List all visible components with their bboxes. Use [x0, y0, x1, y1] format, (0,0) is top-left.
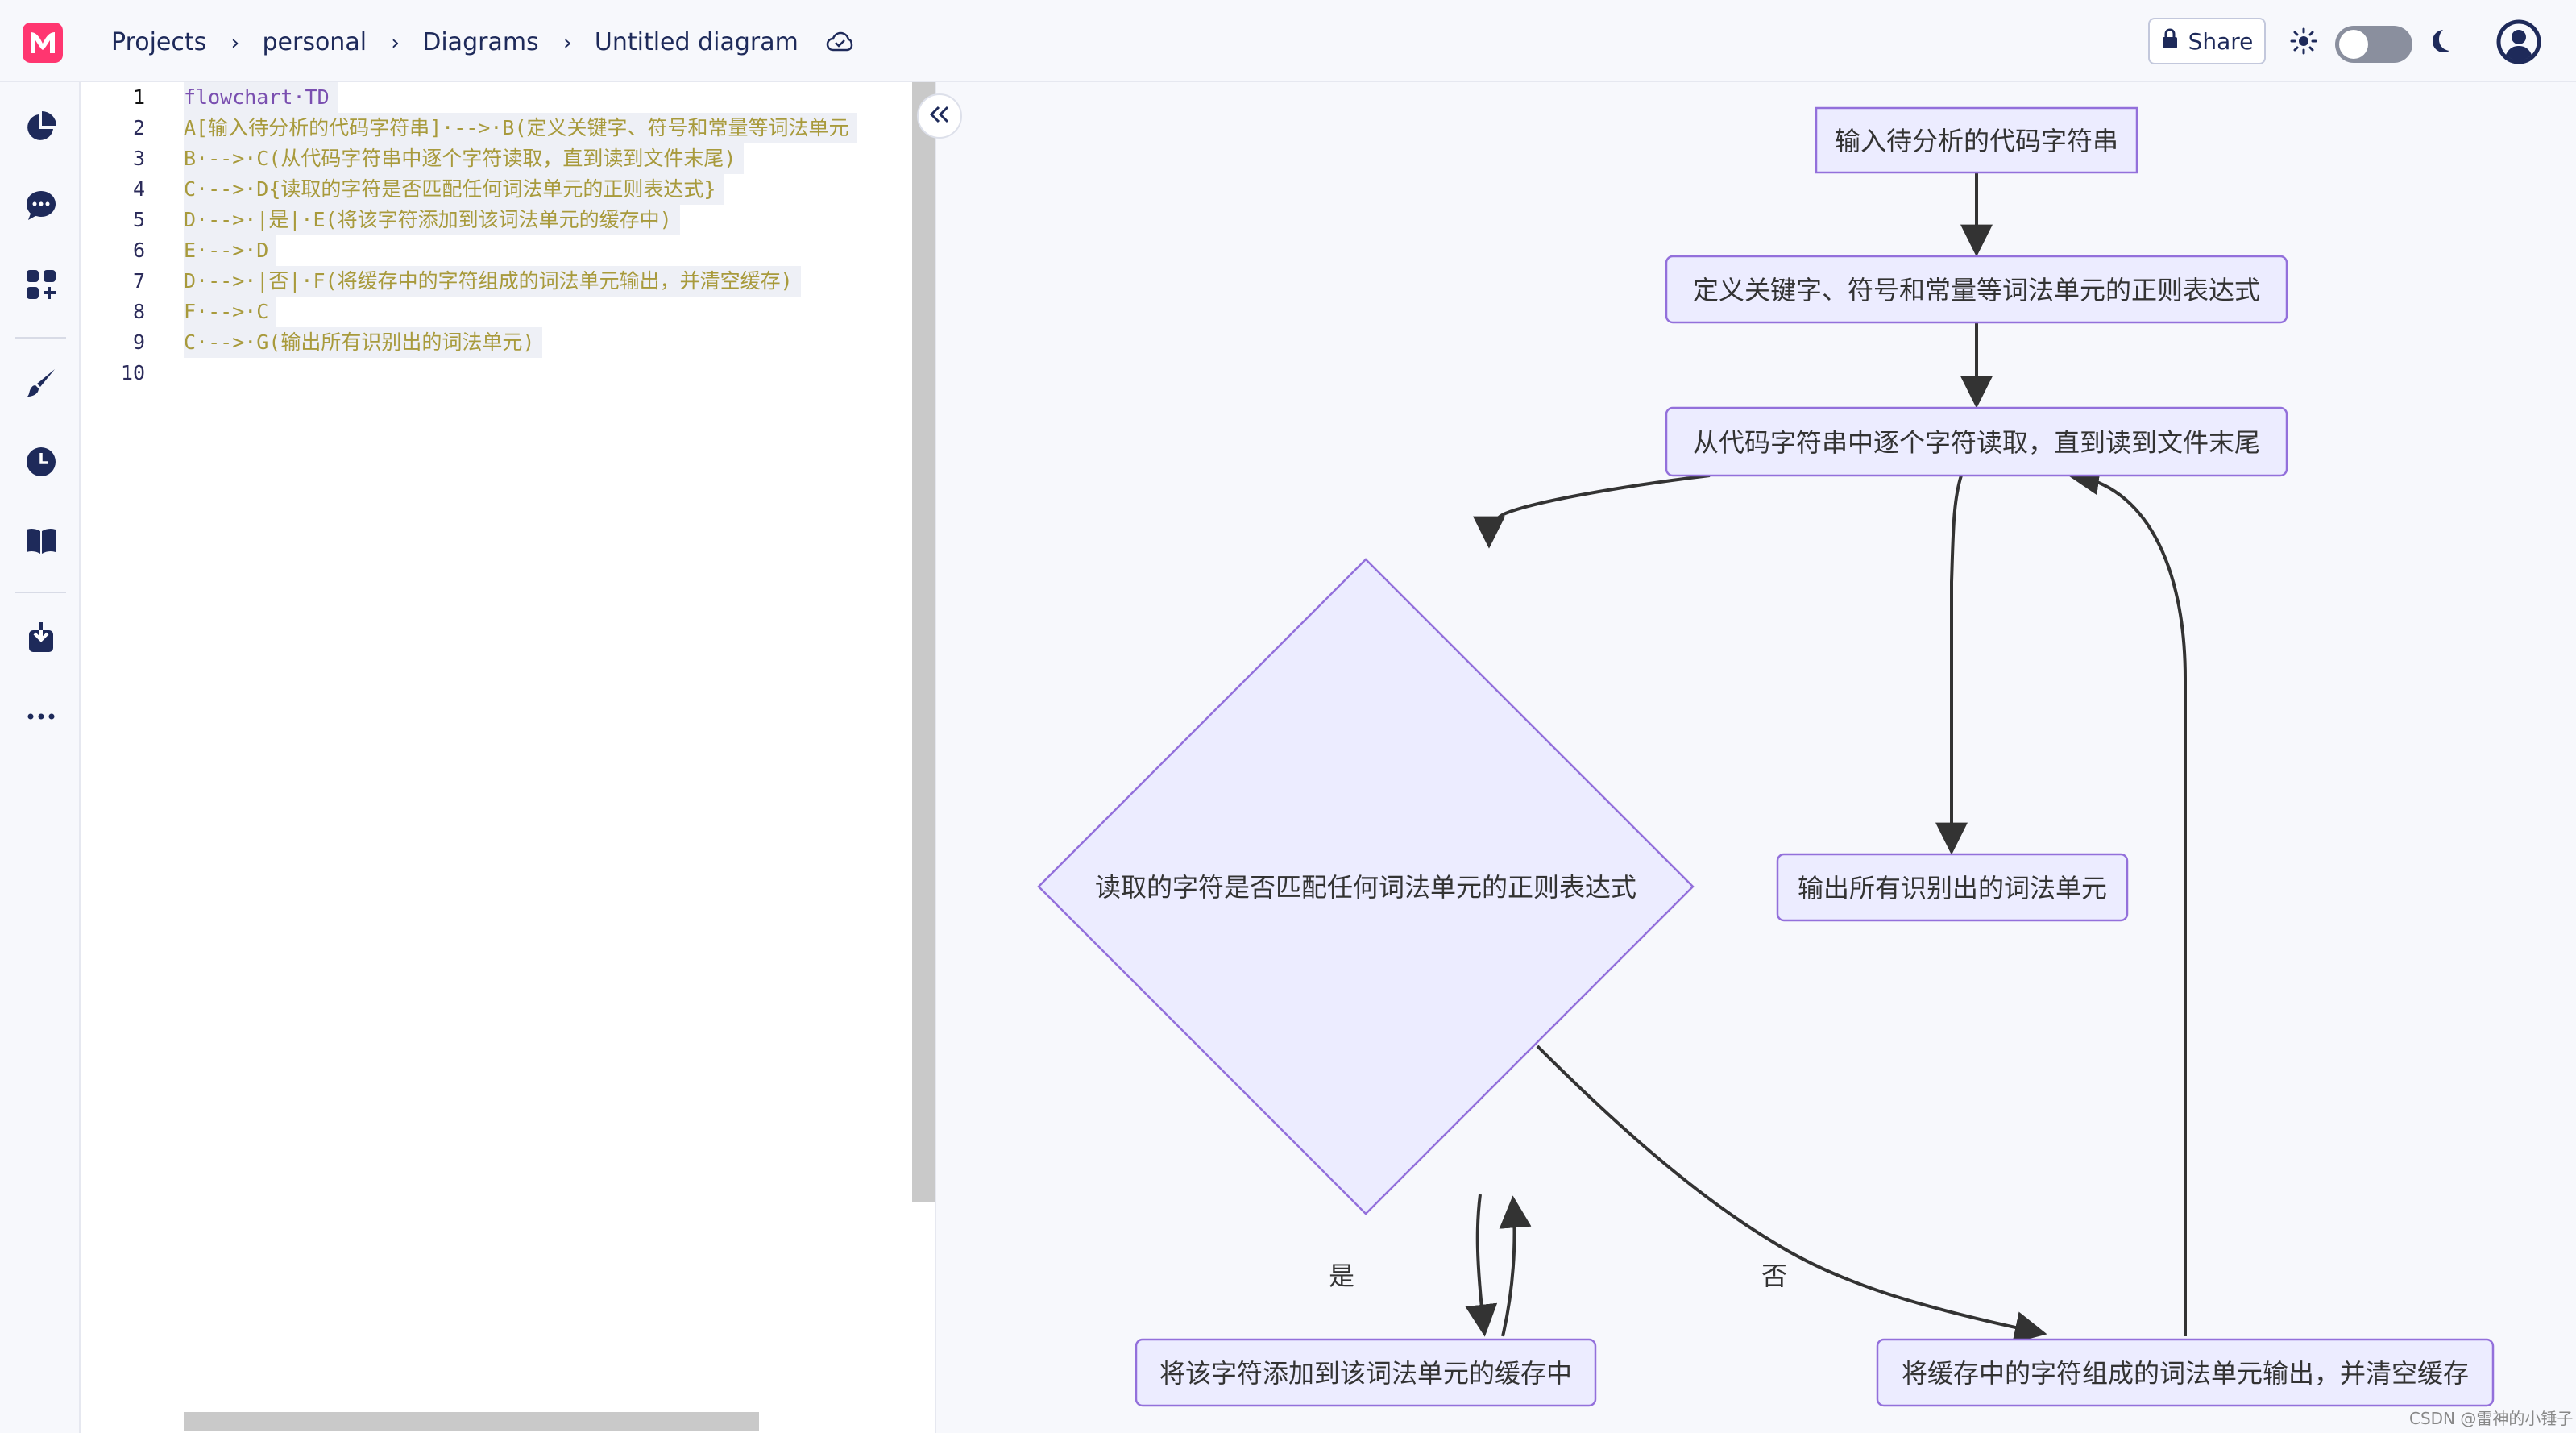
- edge-c-d: [1473, 474, 1711, 549]
- breadcrumb-diagrams[interactable]: Diagrams: [422, 27, 539, 56]
- book-icon[interactable]: [23, 522, 60, 559]
- share-button[interactable]: Share: [2148, 18, 2266, 64]
- rail-divider: [15, 337, 66, 339]
- node-g[interactable]: 输出所有识别出的词法单元: [1776, 853, 2129, 922]
- top-bar: Projects › personal › Diagrams › Untitle…: [0, 0, 2576, 82]
- breadcrumb: Projects › personal › Diagrams › Untitle…: [106, 24, 853, 60]
- node-b-label: 定义关键字、符号和常量等词法单元的正则表达式: [1693, 275, 2260, 305]
- user-avatar-icon[interactable]: [2496, 19, 2541, 68]
- line-number: 9: [132, 330, 145, 354]
- line-number: 6: [132, 239, 145, 262]
- editor-horizontal-scrollbar[interactable]: [184, 1412, 759, 1431]
- line-number: 1: [132, 85, 145, 109]
- edge-d-e: [1465, 1194, 1498, 1337]
- sun-icon[interactable]: [2290, 27, 2317, 58]
- node-a[interactable]: 输入待分析的代码字符串: [1815, 106, 2138, 174]
- breadcrumb-diagram-title[interactable]: Untitled diagram: [594, 27, 799, 56]
- line-text: F·-->·C: [184, 297, 277, 327]
- line-text: E·-->·D: [184, 235, 277, 266]
- line-number: 5: [132, 208, 145, 231]
- line-text: C·-->·G(输出所有识别出的词法单元): [184, 327, 543, 358]
- line-number: 3: [132, 147, 145, 170]
- node-f-label: 将缓存中的字符组成的词法单元输出，并清空缓存: [1902, 1358, 2469, 1389]
- breadcrumb-projects[interactable]: Projects: [111, 27, 207, 56]
- node-b[interactable]: 定义关键字、符号和常量等词法单元的正则表达式: [1665, 255, 2288, 324]
- node-e[interactable]: 将该字符添加到该词法单元的缓存中: [1135, 1338, 1597, 1407]
- share-label: Share: [2188, 27, 2254, 55]
- breadcrumb-separator: ›: [230, 28, 240, 56]
- more-icon[interactable]: [23, 698, 60, 735]
- code-editor[interactable]: 1 flowchart·TD 2 A[输入待分析的代码字符串]·-->·B(定义…: [81, 82, 936, 1433]
- line-text: flowchart·TD: [184, 82, 338, 113]
- line-text: D·-->·|是|·E(将该字符添加到该词法单元的缓存中): [184, 205, 680, 235]
- double-chevron-left-icon: [928, 102, 951, 131]
- chat-icon[interactable]: [23, 187, 60, 224]
- edge-f-c: [2067, 463, 2187, 1336]
- edge-e-d: [1499, 1195, 1532, 1337]
- line-number: 2: [132, 116, 145, 139]
- watermark: CSDN @雷神的小锤子: [2409, 1409, 2574, 1428]
- node-f[interactable]: 将缓存中的字符组成的词法单元输出，并清空缓存: [1876, 1338, 2495, 1407]
- edge-label-yes: 是: [1329, 1261, 1354, 1291]
- line-number: 10: [120, 361, 145, 384]
- lock-icon: [2161, 27, 2179, 55]
- collapse-editor-button[interactable]: [917, 93, 962, 139]
- breadcrumb-separator: ›: [562, 28, 572, 56]
- node-d-decision[interactable]: 读取的字符是否匹配任何词法单元的正则表达式: [1037, 558, 1695, 1215]
- node-c[interactable]: 从代码字符串中逐个字符读取，直到读到文件末尾: [1665, 406, 2288, 477]
- line-text: B·-->·C(从代码字符串中逐个字符读取，直到读到文件末尾): [184, 143, 745, 174]
- edge-d-f: [1536, 1045, 2047, 1344]
- line-text: C·-->·D{读取的字符是否匹配任何词法单元的正则表达式}: [184, 174, 724, 205]
- line-number: 8: [132, 300, 145, 323]
- clock-icon[interactable]: [23, 443, 60, 480]
- edge-label-no: 否: [1761, 1261, 1787, 1291]
- cloud-check-icon: [826, 31, 853, 52]
- pie-chart-icon[interactable]: [23, 108, 60, 145]
- node-c-label: 从代码字符串中逐个字符读取，直到读到文件末尾: [1693, 427, 2260, 458]
- breadcrumb-separator: ›: [391, 28, 400, 56]
- rail-divider: [15, 592, 66, 593]
- line-text: A[输入待分析的代码字符串]·-->·B(定义关键字、符号和常量等词法单元: [184, 113, 857, 143]
- line-number: 4: [132, 177, 145, 201]
- brush-icon[interactable]: [23, 364, 60, 401]
- node-d-label: 读取的字符是否匹配任何词法单元的正则表达式: [1095, 872, 1636, 903]
- node-a-label: 输入待分析的代码字符串: [1835, 126, 2118, 156]
- download-icon[interactable]: [23, 619, 60, 656]
- left-icon-rail: [0, 82, 81, 1433]
- theme-toggle[interactable]: [2335, 26, 2412, 63]
- breadcrumb-personal[interactable]: personal: [262, 27, 367, 56]
- editor-vertical-scrollbar[interactable]: [912, 82, 935, 1202]
- moon-icon[interactable]: [2425, 27, 2453, 58]
- edge-c-g: [1935, 475, 1968, 855]
- grid-plus-icon[interactable]: [23, 266, 60, 303]
- diagram-canvas[interactable]: 是 否 输入待分析的代码字符串 定义关键字、符号和常量等词法单元的正则表达式 从…: [936, 82, 2576, 1433]
- node-e-label: 将该字符添加到该词法单元的缓存中: [1159, 1358, 1572, 1389]
- toggle-knob: [2339, 30, 2368, 59]
- node-g-label: 输出所有识别出的词法单元: [1798, 873, 2107, 903]
- line-text: D·-->·|否|·F(将缓存中的字符组成的词法单元输出，并清空缓存): [184, 266, 801, 297]
- mermaid-logo-icon[interactable]: [23, 23, 63, 63]
- line-number: 7: [132, 269, 145, 293]
